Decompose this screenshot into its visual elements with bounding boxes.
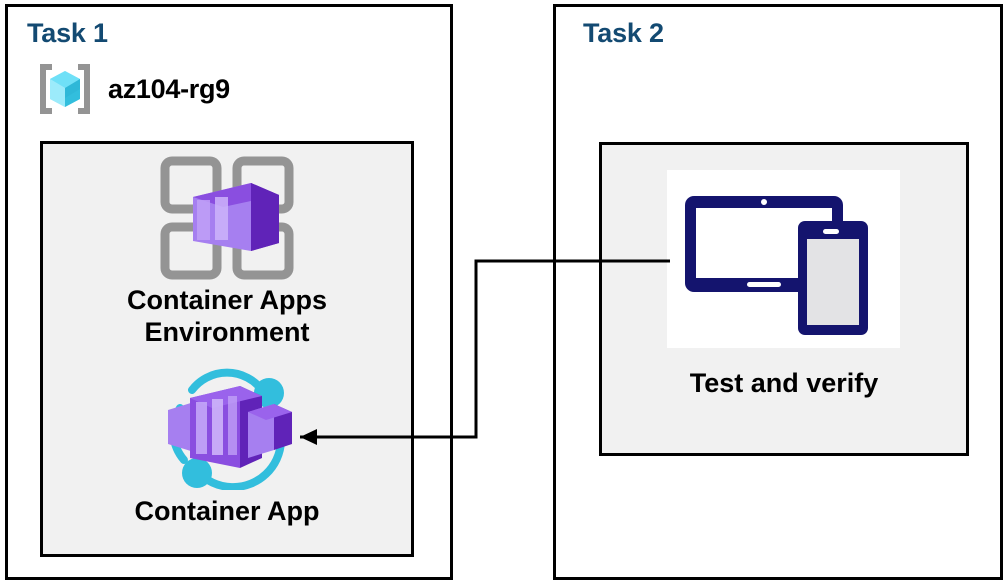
resource-group-label: az104-rg9 <box>108 73 230 104</box>
test-and-verify-label: Test and verify <box>689 368 879 398</box>
resource-group-icon <box>34 58 96 120</box>
test-devices-icon <box>683 194 886 337</box>
container-apps-environment-icon <box>157 155 297 283</box>
container-apps-environment-label: Container Apps Environment <box>126 285 327 347</box>
container-app-label: Container App <box>134 496 320 526</box>
task-2-title: Task 2 <box>583 18 664 48</box>
resource-group-row: az104-rg9 <box>34 58 230 120</box>
container-app-icon <box>150 368 302 490</box>
task-1-title: Task 1 <box>27 18 108 48</box>
